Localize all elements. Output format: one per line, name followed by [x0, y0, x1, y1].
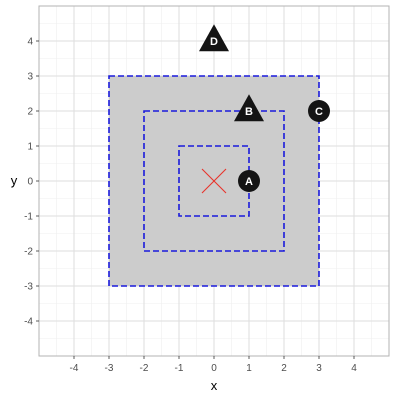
point-b-marker [234, 94, 264, 122]
point-d-marker [199, 24, 229, 52]
y-tick-label: 1 [27, 142, 33, 153]
y-tick-label: -1 [24, 212, 33, 223]
y-tick-label: -3 [24, 282, 33, 293]
point-d-label: D [210, 36, 218, 48]
x-tick-label: 0 [211, 363, 217, 374]
point-d: D [199, 24, 229, 52]
x-tick-label: 3 [316, 363, 322, 374]
point-c-label: C [315, 106, 323, 118]
x-tick-label: 2 [281, 363, 287, 374]
y-axis-ticks: -4 -3 -2 -1 0 1 2 3 4 [24, 37, 39, 328]
x-tick-label: 4 [351, 363, 357, 374]
point-a-marker [238, 170, 260, 192]
x-tick-label: -3 [105, 363, 114, 374]
x-axis-ticks: -4 -3 -2 -1 0 1 2 3 4 [70, 356, 357, 374]
x-tick-label: -4 [70, 363, 79, 374]
x-tick-label: 1 [246, 363, 252, 374]
y-tick-label: -2 [24, 247, 33, 258]
point-a: A [238, 170, 260, 192]
center-marker [201, 168, 227, 194]
points: A B C D [199, 24, 330, 192]
y-tick-label: 4 [27, 37, 33, 48]
x-axis-title: x [211, 378, 218, 393]
center-marker-stroke-2 [201, 168, 227, 194]
y-tick-label: 2 [27, 107, 33, 118]
x-tick-label: -1 [175, 363, 184, 374]
y-tick-label: 3 [27, 72, 33, 83]
point-b-label: B [245, 106, 253, 118]
y-tick-label: 0 [27, 177, 33, 188]
x-tick-label: -2 [140, 363, 149, 374]
point-c: C [308, 100, 330, 122]
point-b: B [234, 94, 264, 122]
y-axis-title: y [11, 173, 18, 188]
y-tick-label: -4 [24, 317, 33, 328]
point-c-marker [308, 100, 330, 122]
point-a-label: A [245, 176, 253, 188]
square-2 [143, 110, 285, 252]
